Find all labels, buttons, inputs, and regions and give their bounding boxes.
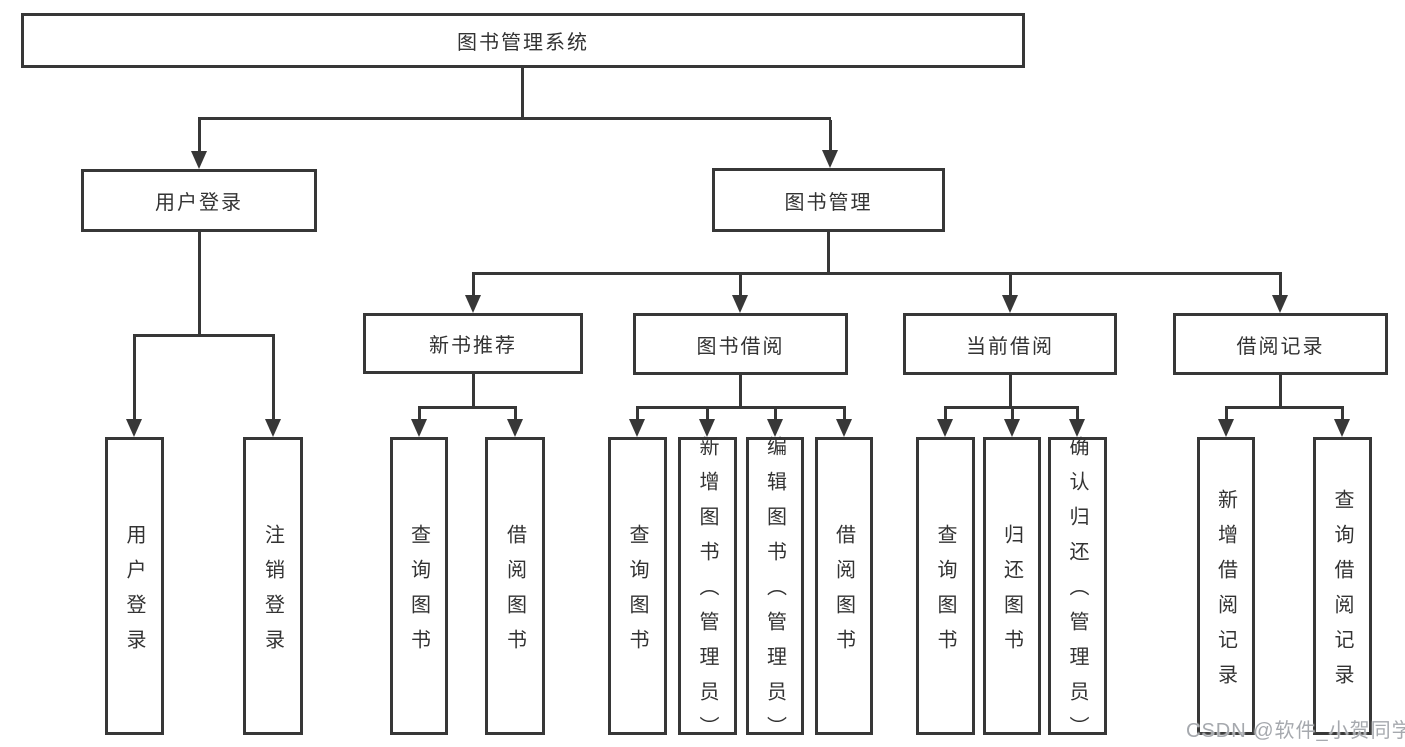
node-label: 新增图书（管理员）	[696, 436, 718, 747]
arrow-down-icon	[699, 419, 715, 437]
node-book-borrowing: 图书借阅	[633, 313, 848, 375]
arrow-stem	[272, 336, 275, 420]
node-label: 编辑图书（管理员）	[763, 436, 786, 747]
arrow-stem	[1341, 408, 1344, 420]
connector-hline	[944, 406, 1079, 409]
arrow-stem	[944, 408, 947, 420]
arrow-stem	[1279, 274, 1282, 296]
arrow-down-icon	[937, 419, 953, 437]
connector-vline	[1279, 374, 1282, 409]
arrow-down-icon	[191, 151, 207, 169]
connector-vline	[521, 68, 524, 120]
node-label: 图书管理系统	[457, 32, 589, 54]
node-cb-return-books: 归还图书	[983, 437, 1041, 735]
arrow-stem	[472, 274, 475, 296]
node-label: 借阅图书	[832, 523, 855, 664]
connector-hline	[133, 334, 275, 337]
arrow-down-icon	[126, 419, 142, 437]
arrow-down-icon	[265, 419, 281, 437]
node-library-management-system: 图书管理系统	[21, 13, 1025, 68]
node-br-add-record: 新增借阅记录	[1197, 437, 1255, 735]
node-book-management-module: 图书管理	[712, 168, 945, 232]
connector-hline	[418, 406, 517, 409]
node-label: 借阅记录	[1236, 335, 1325, 358]
node-borrowing-records: 借阅记录	[1173, 313, 1388, 375]
connector-hline	[198, 117, 831, 120]
arrow-down-icon	[836, 419, 852, 437]
node-logout-leaf: 注销登录	[243, 437, 303, 735]
node-label: 归还图书	[1000, 523, 1023, 664]
arrow-down-icon	[465, 295, 481, 313]
arrow-stem	[706, 408, 709, 420]
arrow-down-icon	[1218, 419, 1234, 437]
arrow-stem	[1009, 274, 1012, 296]
node-label: 注销登录	[261, 523, 284, 664]
arrow-down-icon	[1272, 295, 1288, 313]
arrow-down-icon	[732, 295, 748, 313]
node-label: 新增借阅记录	[1214, 488, 1237, 699]
connector-vline	[1009, 374, 1012, 409]
arrow-stem	[829, 120, 832, 151]
node-label: 借阅图书	[503, 523, 526, 664]
node-label: 查询图书	[407, 523, 430, 664]
node-bb-edit-books: 编辑图书（管理员）	[746, 436, 804, 747]
node-label: 图书借阅	[696, 335, 785, 358]
node-label: 查询图书	[626, 523, 648, 664]
arrow-stem	[636, 408, 639, 420]
node-label: 用户登录	[155, 192, 243, 214]
node-label: 图书管理	[784, 191, 873, 214]
node-label: 用户登录	[123, 523, 145, 664]
node-label: 确认归还（管理员）	[1066, 436, 1088, 747]
arrow-down-icon	[1334, 419, 1350, 437]
node-bb-borrow-books: 借阅图书	[815, 437, 873, 735]
node-label: 新书推荐	[429, 335, 517, 357]
arrow-down-icon	[822, 150, 838, 168]
node-nbr-query-books: 查询图书	[390, 437, 448, 735]
node-new-book-recommend: 新书推荐	[363, 313, 583, 374]
arrow-down-icon	[767, 419, 783, 437]
arrow-stem	[1225, 408, 1228, 420]
node-cb-query-books: 查询图书	[916, 437, 975, 735]
node-user-login-module: 用户登录	[81, 169, 317, 232]
arrow-stem	[739, 274, 742, 296]
arrow-stem	[418, 408, 421, 420]
connector-vline	[472, 374, 475, 409]
node-user-login-leaf: 用户登录	[105, 437, 164, 735]
arrow-stem	[514, 408, 517, 420]
csdn-watermark: CSDN @软件_小贺同学	[1186, 720, 1405, 742]
node-label: 查询借阅记录	[1331, 488, 1353, 699]
arrow-stem	[1011, 408, 1014, 420]
node-current-borrowing: 当前借阅	[903, 313, 1117, 375]
arrow-down-icon	[1002, 295, 1018, 313]
connector-hline	[472, 272, 1282, 275]
arrow-down-icon	[411, 419, 427, 437]
arrow-stem	[1076, 408, 1079, 420]
arrow-down-icon	[1004, 419, 1020, 437]
arrow-stem	[774, 408, 777, 420]
node-bb-add-books: 新增图书（管理员）	[678, 436, 737, 747]
connector-vline	[198, 232, 201, 337]
connector-hline	[1225, 406, 1344, 409]
connector-vline	[739, 374, 742, 409]
node-cb-confirm-return: 确认归还（管理员）	[1048, 436, 1107, 747]
arrow-down-icon	[629, 419, 645, 437]
node-nbr-borrow-books: 借阅图书	[485, 437, 545, 735]
node-label: 当前借阅	[966, 335, 1054, 358]
arrow-stem	[198, 120, 201, 152]
connector-vline	[827, 232, 830, 275]
arrow-stem	[843, 408, 846, 420]
arrow-down-icon	[507, 419, 523, 437]
connector-hline	[636, 406, 846, 409]
node-label: 查询图书	[934, 523, 956, 664]
arrow-stem	[133, 336, 136, 420]
arrow-down-icon	[1069, 419, 1085, 437]
node-bb-query-books: 查询图书	[608, 437, 667, 735]
node-br-query-record: 查询借阅记录	[1313, 437, 1372, 735]
